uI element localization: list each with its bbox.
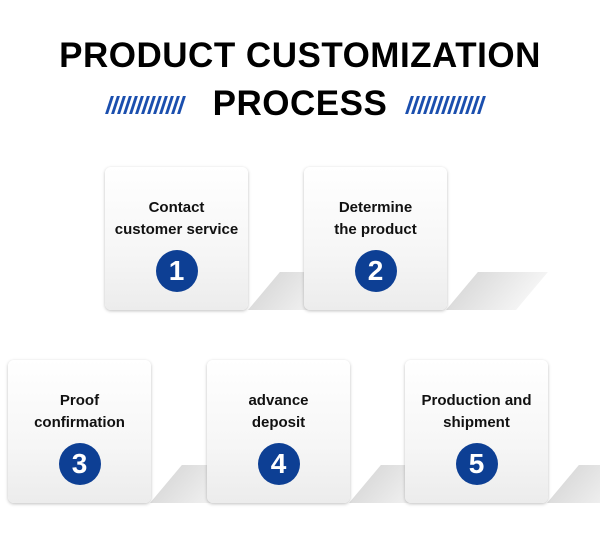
step-number-badge: 4 xyxy=(257,443,300,485)
step-number-badge: 1 xyxy=(155,250,198,292)
card-shadow xyxy=(446,272,548,310)
step-number-badge: 5 xyxy=(455,443,498,485)
step-number-badge: 2 xyxy=(354,250,397,292)
step-card-1: Contact customer service 1 xyxy=(105,167,248,310)
step-card-3: Proof confirmation 3 xyxy=(8,360,151,503)
step-label: Contact customer service xyxy=(114,199,239,238)
stripe-decoration-right xyxy=(405,96,486,114)
step-label: Determine the product xyxy=(334,199,417,238)
step-card-2: Determine the product 2 xyxy=(304,167,447,310)
card-shadow xyxy=(547,465,600,503)
page-subtitle: PROCESS xyxy=(212,84,388,123)
page-title: PRODUCT CUSTOMIZATION xyxy=(59,36,541,75)
step-label: Proof confirmation xyxy=(34,392,125,431)
step-card-5: Production and shipment 5 xyxy=(405,360,548,503)
step-label: Production and shipment xyxy=(421,392,532,431)
step-number-badge: 3 xyxy=(58,443,101,485)
step-card-4: advance deposit 4 xyxy=(207,360,350,503)
step-label: advance deposit xyxy=(248,392,309,431)
